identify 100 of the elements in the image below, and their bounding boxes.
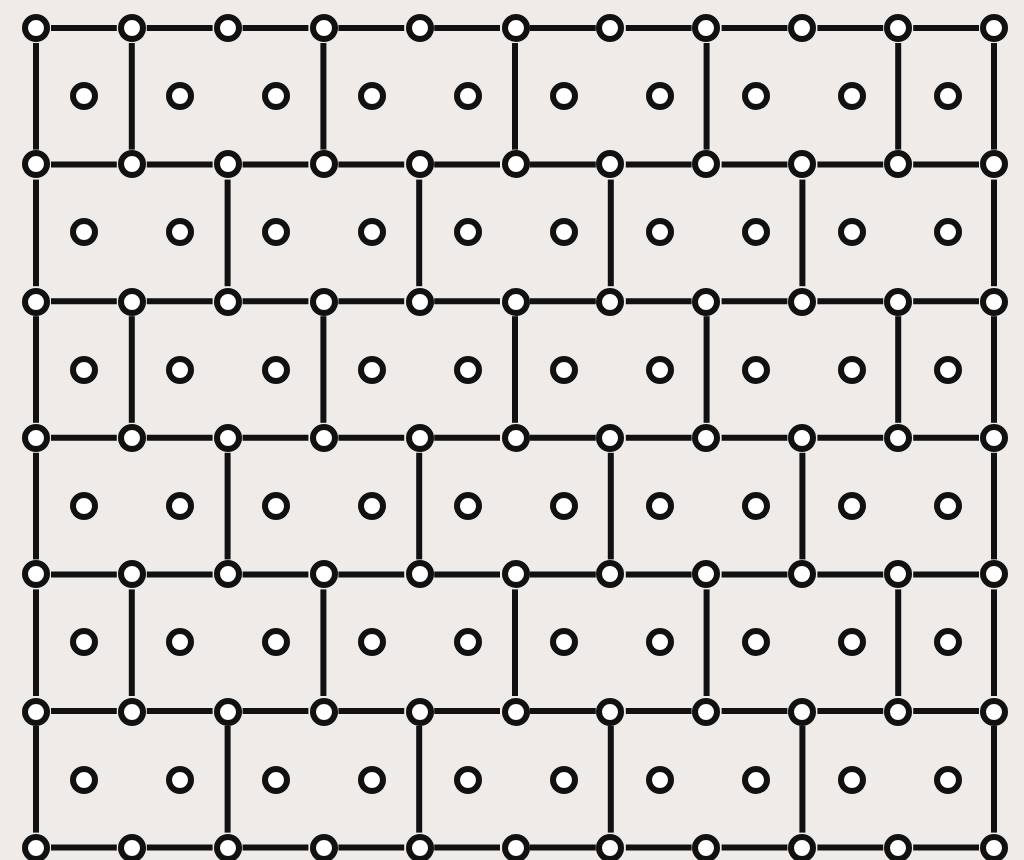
small-circle — [452, 353, 484, 386]
connector-line — [338, 571, 405, 578]
small-circle — [932, 80, 964, 112]
small-circle — [932, 216, 964, 249]
small-circle — [882, 421, 915, 454]
small-circle — [836, 626, 868, 659]
connector-line — [224, 179, 231, 287]
connector-line — [625, 298, 692, 305]
small-circle — [740, 626, 772, 659]
connector-line — [913, 298, 979, 305]
small-circle — [68, 763, 100, 795]
connector-line — [33, 179, 39, 287]
small-circle — [20, 421, 52, 454]
small-circle — [356, 763, 388, 795]
connector-line — [991, 589, 997, 696]
small-circle — [978, 695, 1010, 727]
small-circle — [740, 353, 772, 386]
small-circle — [356, 353, 388, 386]
small-circle — [403, 148, 436, 181]
connector-line — [607, 179, 614, 287]
small-circle — [978, 285, 1010, 318]
connector-line — [817, 571, 884, 578]
connector-line — [51, 434, 117, 441]
connector-line — [338, 844, 405, 851]
connector-line — [817, 708, 884, 714]
small-circle — [211, 558, 244, 591]
connector-line — [913, 25, 979, 31]
small-circle — [499, 421, 531, 454]
connector-line — [434, 161, 500, 168]
small-circle — [452, 626, 484, 659]
small-circle — [403, 695, 436, 727]
connector-line — [817, 844, 884, 851]
small-circle — [115, 558, 148, 591]
small-circle — [644, 489, 676, 522]
connector-line — [51, 844, 117, 851]
connector-line — [338, 708, 405, 714]
small-circle — [548, 216, 580, 249]
connector-line — [799, 452, 806, 560]
connector-line — [895, 589, 902, 696]
small-circle — [356, 216, 388, 249]
small-circle — [211, 421, 244, 454]
connector-line — [530, 25, 596, 31]
small-circle — [690, 148, 723, 181]
small-circle — [260, 763, 292, 795]
small-circle — [356, 489, 388, 522]
connector-line — [530, 844, 596, 851]
connector-line — [895, 43, 902, 150]
small-circle — [740, 489, 772, 522]
small-circle — [594, 695, 627, 727]
connector-line — [799, 726, 806, 833]
connector-line — [721, 298, 788, 305]
small-circle — [452, 80, 484, 112]
small-circle — [836, 353, 868, 386]
connector-line — [128, 43, 135, 150]
small-circle — [403, 285, 436, 318]
connector-line — [817, 298, 884, 305]
small-circle — [307, 12, 340, 44]
small-circle — [68, 80, 100, 112]
connector-line — [224, 726, 231, 833]
connector-line — [416, 452, 423, 560]
small-circle — [690, 421, 723, 454]
connector-line — [51, 25, 117, 31]
small-circle — [690, 695, 723, 727]
connector-line — [530, 298, 596, 305]
small-circle — [644, 626, 676, 659]
connector-line — [703, 589, 710, 696]
connector-line — [51, 571, 117, 578]
small-circle — [115, 695, 148, 727]
connector-line — [721, 844, 788, 851]
connector-line — [338, 298, 405, 305]
connector-line — [512, 589, 518, 696]
small-circle — [644, 353, 676, 386]
connector-line — [512, 316, 518, 423]
connector-line — [242, 434, 309, 441]
small-circle — [452, 489, 484, 522]
connector-line — [991, 316, 997, 423]
small-circle — [548, 626, 580, 659]
small-circle — [68, 489, 100, 522]
small-circle — [20, 12, 52, 44]
small-circle — [211, 285, 244, 318]
small-circle — [20, 558, 52, 591]
small-circle — [644, 763, 676, 795]
small-circle — [932, 763, 964, 795]
small-circle — [932, 626, 964, 659]
connector-line — [128, 316, 135, 423]
connector-line — [51, 161, 117, 168]
connector-line — [242, 571, 309, 578]
small-circle — [882, 695, 915, 727]
small-circle — [786, 558, 819, 591]
small-circle — [452, 216, 484, 249]
small-circle — [115, 148, 148, 181]
small-circle — [260, 626, 292, 659]
small-circle — [786, 421, 819, 454]
connector-line — [530, 434, 596, 441]
connector-line — [242, 708, 309, 714]
connector-line — [224, 452, 231, 560]
connector-line — [530, 571, 596, 578]
small-circle — [211, 148, 244, 181]
small-circle — [260, 216, 292, 249]
small-circle — [882, 558, 915, 591]
